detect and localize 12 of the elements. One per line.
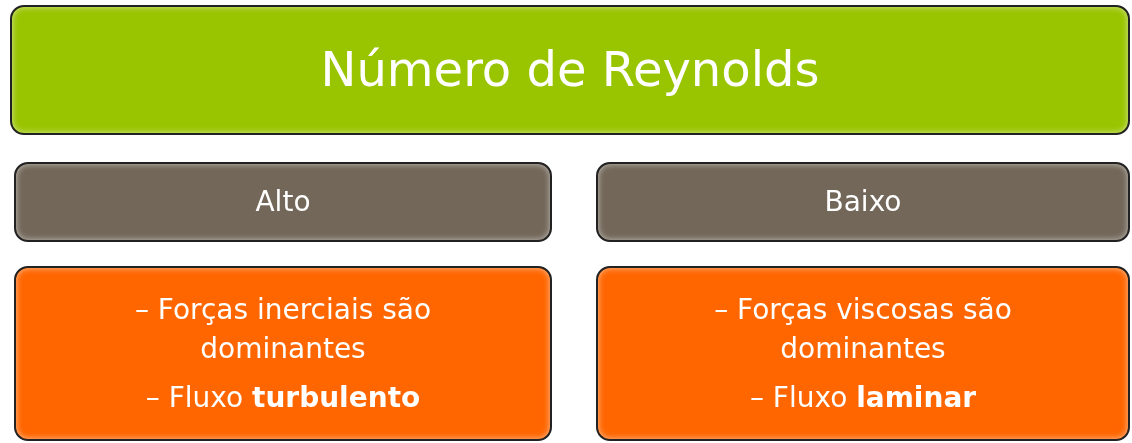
description-text: – Fluxo turbulento (145, 380, 421, 417)
heading-banner (10, 5, 1130, 135)
category-label: Alto (255, 184, 311, 221)
description-text: – Forças viscosas são dominantes (713, 291, 1013, 367)
description-text: – Fluxo laminar (749, 380, 977, 417)
category-label: Baixo (824, 184, 902, 221)
banner-heading: Número de Reynolds (320, 40, 820, 100)
category-box (596, 162, 1130, 242)
category-box (14, 162, 552, 242)
description-box (14, 266, 552, 441)
description-box (596, 266, 1130, 441)
description-text: – Forças inerciais são dominantes (133, 291, 433, 367)
